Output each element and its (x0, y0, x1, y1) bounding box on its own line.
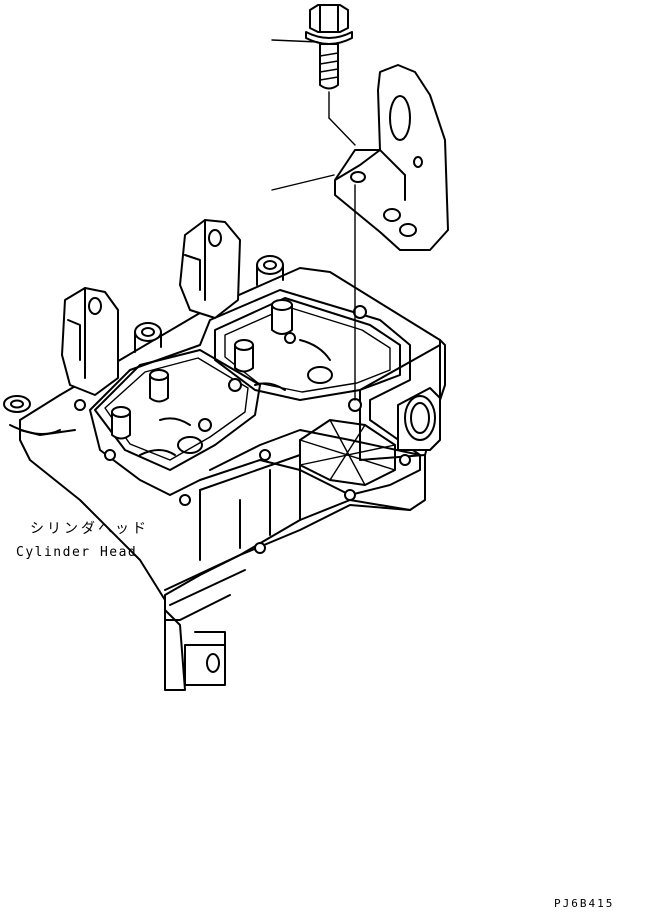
cylinder-head-label-jp: シリンダヘッド (30, 521, 149, 537)
leader-lines (271, 39, 356, 401)
valve-studs (111, 299, 333, 456)
cylinder-head-label-en: Cylinder Head (16, 545, 138, 560)
bolt (305, 4, 353, 90)
head-gasket (74, 289, 421, 554)
cylinder-head (3, 267, 446, 691)
drawing-code: PJ6B415 (554, 897, 615, 910)
lifting-bracket (334, 64, 449, 251)
head-side-boss (397, 387, 441, 451)
rocker-supports (61, 219, 284, 396)
